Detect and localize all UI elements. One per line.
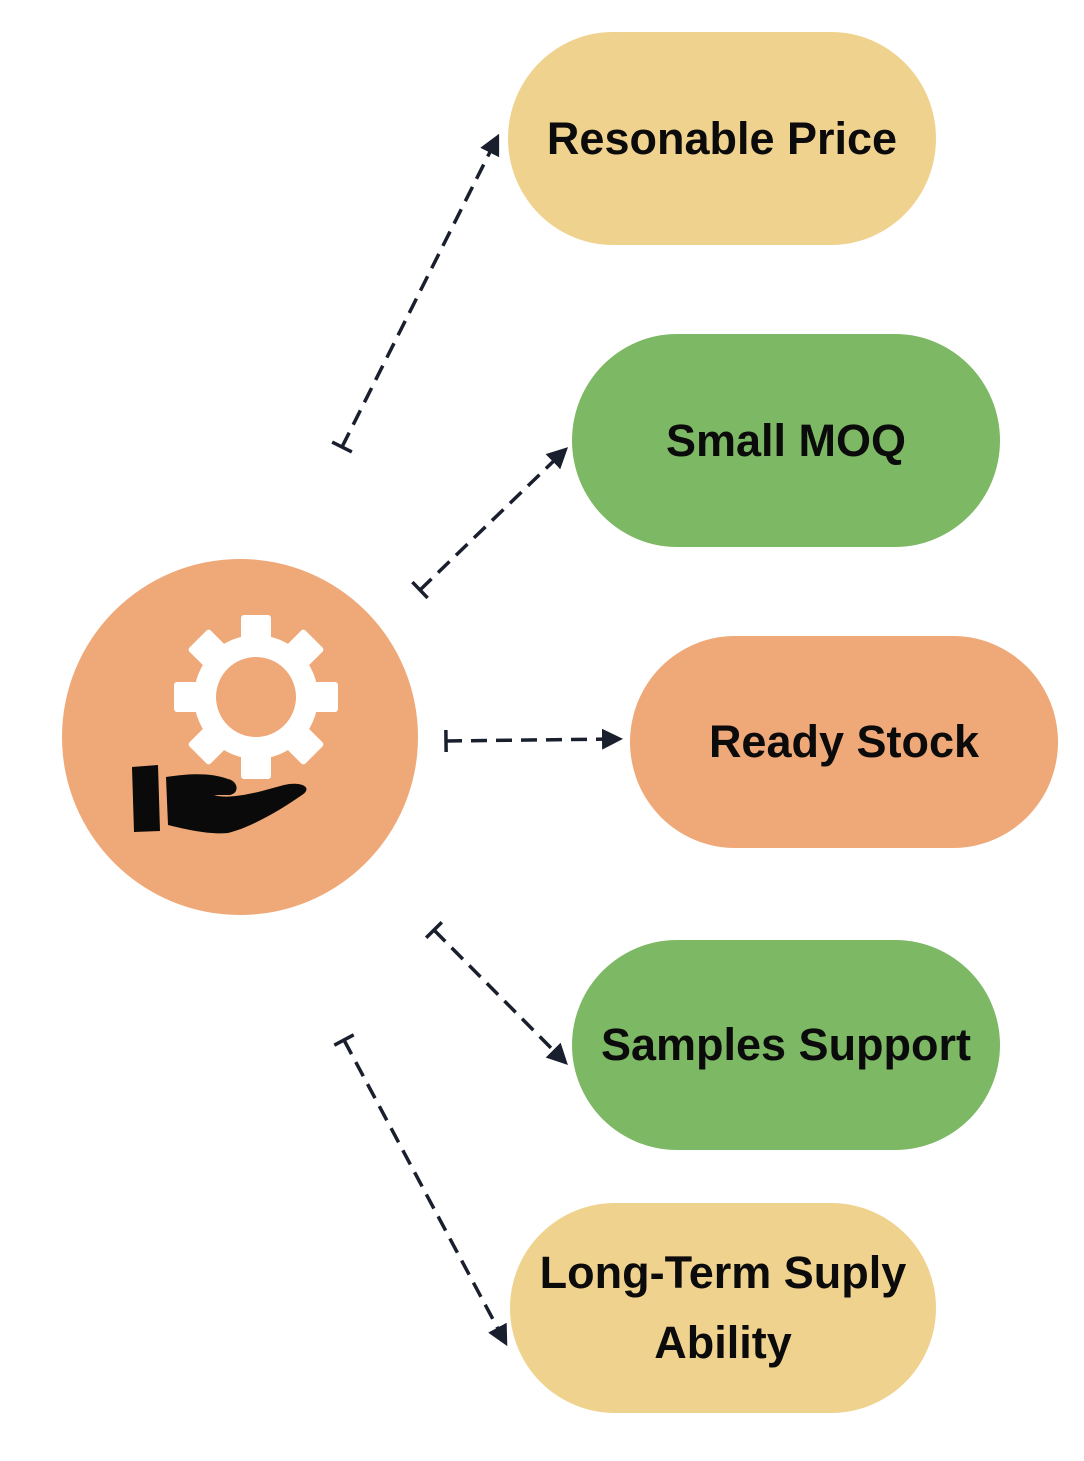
hand-icon (132, 765, 307, 834)
node-long-term-supply: Long-Term Suply Ability (510, 1203, 936, 1413)
node-label: Resonable Price (546, 112, 898, 164)
node-label: Long-Term Suply Ability (539, 1247, 907, 1368)
node-ready-stock: Ready Stock (630, 636, 1058, 848)
dashed-arrow-line (342, 1039, 508, 1347)
node-label: Small MOQ (665, 414, 907, 466)
connector-tail-bar (424, 921, 444, 939)
hand-with-gear-icon (62, 559, 418, 915)
node-label: Samples Support (600, 1019, 972, 1071)
gear-hole (216, 657, 296, 737)
dashed-arrow-line (445, 728, 623, 750)
connector-tail-bar (333, 1033, 355, 1047)
gear-icon (174, 615, 338, 779)
hub-circle (62, 559, 418, 915)
dashed-arrow-line (418, 447, 569, 592)
connector-tail-bar (331, 440, 353, 454)
node-label: Ready Stock (708, 716, 980, 768)
connector-ready-stock (444, 728, 623, 753)
dashed-arrow-line (432, 928, 568, 1065)
connector-tail-bar (411, 580, 429, 600)
node-small-moq: Small MOQ (572, 334, 1000, 547)
connector-reasonable-price (331, 133, 500, 454)
connector-small-moq (411, 447, 569, 600)
dashed-arrow-line (340, 133, 500, 448)
connector-long-term-supply (333, 1033, 508, 1347)
node-samples-support: Samples Support (572, 940, 1000, 1150)
connector-samples-support (424, 921, 568, 1065)
node-reasonable-price: Resonable Price (508, 32, 936, 245)
